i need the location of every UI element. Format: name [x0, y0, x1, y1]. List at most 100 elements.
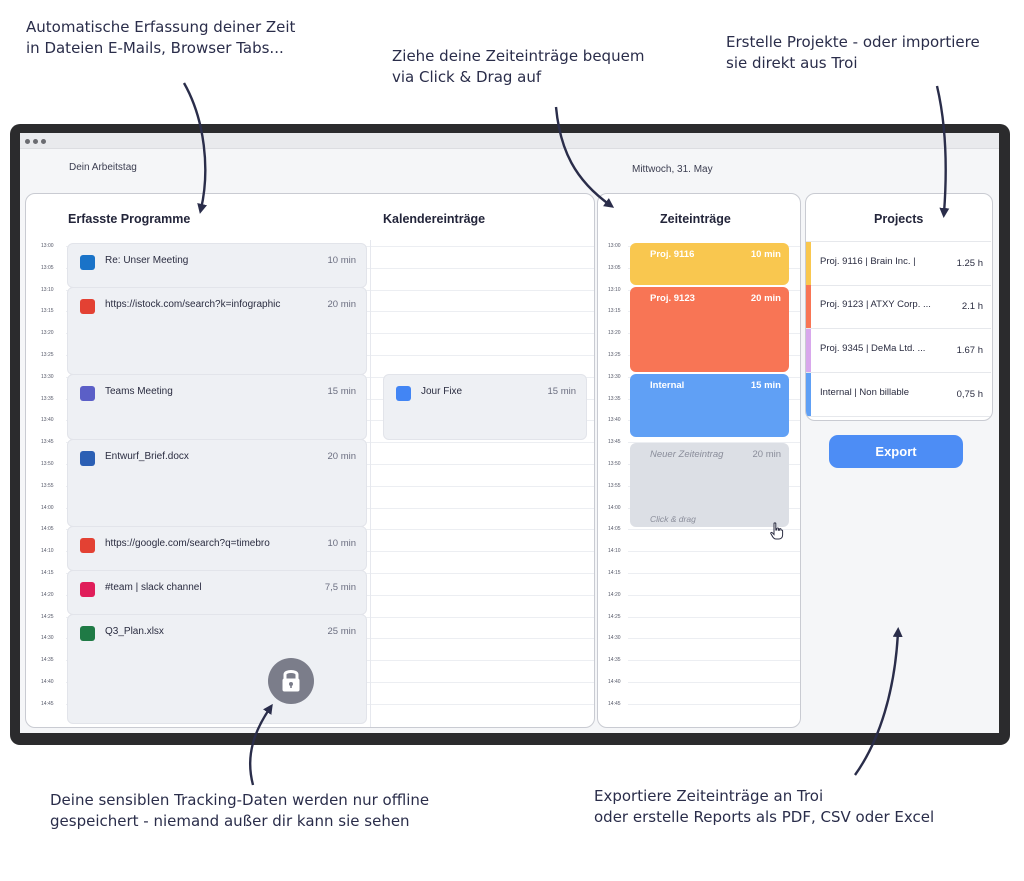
- project-hours: 0,75 h: [956, 389, 983, 400]
- project-row[interactable]: Proj. 9116 | Brain Inc. |1.25 h: [806, 241, 991, 286]
- time-entry-duration: 20 min: [750, 292, 781, 304]
- grid-line: [628, 638, 800, 640]
- project-hours: 1.67 h: [956, 345, 983, 356]
- grid-line: [628, 529, 800, 531]
- time-label: 14:00: [41, 504, 54, 511]
- callout-line: Exportiere Zeiteinträge an Troi: [594, 787, 824, 805]
- chrome-icon: [80, 298, 95, 314]
- lock-icon: [282, 670, 300, 692]
- projects-title: Projects: [874, 212, 924, 226]
- callout-line: oder erstelle Reports als PDF, CSV oder …: [594, 808, 935, 826]
- time-label: 13:45: [41, 439, 54, 446]
- time-label: 14:45: [41, 700, 54, 707]
- time-label: 13:10: [608, 286, 621, 293]
- time-entry-duration: 10 min: [750, 249, 781, 260]
- time-label: 13:20: [41, 330, 54, 337]
- grid-line: [628, 703, 800, 705]
- callout-line: Deine sensiblen Tracking-Daten werden nu…: [50, 791, 430, 809]
- new-entry-hint: Click & drag: [650, 514, 696, 524]
- export-button[interactable]: Export: [829, 435, 963, 468]
- grid-line: [628, 551, 800, 553]
- time-label: 14:25: [41, 613, 54, 620]
- time-label: 13:55: [41, 482, 54, 489]
- callout-line: Automatische Erfassung deiner Zeit: [26, 18, 296, 36]
- time-label: 13:40: [41, 417, 54, 424]
- time-label: 14:05: [608, 526, 621, 533]
- project-row[interactable]: Proj. 9345 | DeMa Ltd. ... 1.67 h: [806, 329, 991, 373]
- project-color-bar: [806, 242, 811, 285]
- callout-line: Erstelle Projekte - oder importiere: [726, 33, 980, 51]
- window-dot-icon[interactable]: [41, 139, 46, 144]
- time-label: 13:10: [41, 286, 54, 293]
- new-entry-duration: 20 min: [752, 449, 781, 460]
- window-dot-icon[interactable]: [33, 139, 38, 144]
- time-label: 13:05: [41, 264, 54, 271]
- title-bar: [20, 133, 999, 149]
- time-entry[interactable]: Proj. 9123 20 min: [630, 286, 789, 372]
- callout-projects: Erstelle Projekte - oder importiere sie …: [726, 32, 980, 74]
- time-label: 13:15: [41, 308, 54, 315]
- callout-capture: Automatische Erfassung deiner Zeit in Da…: [26, 17, 295, 59]
- time-label: 14:30: [608, 635, 621, 642]
- grid-line: [628, 442, 800, 444]
- grid-line: [628, 594, 800, 596]
- project-color-bar: [806, 285, 811, 328]
- captured-title: Erfasste Programme: [68, 212, 191, 226]
- word-icon: [80, 451, 95, 467]
- project-name: Proj. 9345 | DeMa Ltd. ...: [820, 343, 926, 354]
- project-hours: 1.25 h: [956, 258, 983, 269]
- time-entry-name: Proj. 9116: [650, 249, 695, 260]
- captured-item-name: Q3_Plan.xlsx: [105, 625, 164, 637]
- column-divider: [370, 240, 371, 727]
- project-color-bar: [806, 329, 811, 372]
- callout-line: gespeichert - niemand außer dir kann sie…: [50, 812, 410, 830]
- time-label: 13:30: [608, 373, 621, 380]
- outlook-icon: [80, 255, 95, 270]
- captured-item-name: Entwurf_Brief.docx: [105, 451, 189, 463]
- captured-item-name: Re: Unser Meeting: [105, 255, 189, 266]
- time-label: 14:35: [41, 657, 54, 664]
- project-row[interactable]: Proj. 9123 | ATXY Corp. ...2.1 h: [806, 285, 991, 329]
- time-label: 14:05: [41, 526, 54, 533]
- captured-item[interactable]: Re: Unser Meeting 10 min: [67, 243, 367, 288]
- project-color-bar: [806, 373, 811, 416]
- new-entry-label: Neuer Zeiteintrag: [650, 449, 724, 460]
- time-label: 13:40: [608, 417, 621, 424]
- window-dot-icon[interactable]: [25, 139, 30, 144]
- time-label: 14:00: [608, 504, 621, 511]
- callout-line: Ziehe deine Zeiteinträge bequem: [392, 47, 645, 65]
- calendar-title: Kalendereinträge: [383, 212, 486, 226]
- grid-line: [628, 616, 800, 618]
- captured-item-name: #team | slack channel: [105, 582, 202, 593]
- excel-icon: [80, 625, 95, 641]
- time-entry-name: Proj. 9123: [650, 292, 695, 304]
- time-label: 14:30: [41, 635, 54, 642]
- project-row[interactable]: Internal | Non billable 0,75 h: [806, 373, 991, 417]
- project-name: Proj. 9123 | ATXY Corp. ...: [820, 299, 931, 310]
- time-label: 14:35: [608, 657, 621, 664]
- new-time-entry[interactable]: Neuer Zeiteintrag 20 min Click & drag: [630, 443, 789, 527]
- page-title: Dein Arbeitstag: [69, 162, 137, 173]
- callout-line: via Click & Drag auf: [392, 68, 542, 86]
- project-name: Internal | Non billable: [820, 387, 910, 398]
- google-calendar-icon: [396, 385, 411, 401]
- time-label: 13:00: [41, 243, 54, 249]
- grid-line: [628, 660, 800, 662]
- callout-drag: Ziehe deine Zeiteinträge bequem via Clic…: [392, 46, 644, 88]
- time-entry-duration: 15 min: [750, 379, 781, 391]
- captured-item-duration: 10 min: [327, 255, 356, 266]
- date-label: Mittwoch, 31. May: [632, 164, 713, 175]
- callout-export: Exportiere Zeiteinträge an Troi oder ers…: [594, 786, 934, 828]
- time-entry[interactable]: Proj. 9116 10 min: [630, 243, 789, 285]
- time-label: 13:25: [41, 352, 54, 358]
- time-label: 13:35: [41, 395, 54, 402]
- teams-icon: [80, 385, 95, 401]
